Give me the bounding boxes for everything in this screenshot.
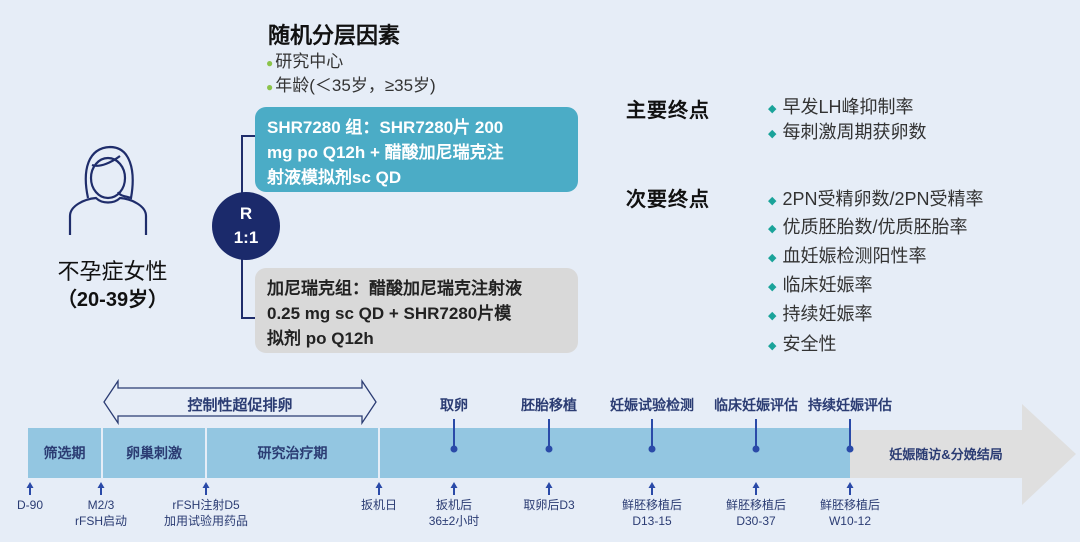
event-label: 胚胎移植 [521, 397, 577, 413]
followup-label: 妊娠随访&分娩结局 [889, 447, 1003, 462]
secondary-endpoint-item: ◆持续妊娠率 [768, 304, 873, 324]
secondary-endpoint-item: ◆血妊娠检测阳性率 [768, 246, 927, 266]
secondary-endpoint-item: ◆2PN受精卵数/2PN受精率 [768, 189, 984, 209]
person-icon [68, 145, 148, 235]
event-label: 持续妊娠评估 [808, 397, 892, 413]
segment-ovarian-stimulation: 卵巢刺激 [103, 428, 205, 478]
population-age: （20-39岁） [56, 289, 169, 311]
bullet-icon: ● [266, 55, 274, 70]
segment-treatment: 研究治疗期 [207, 428, 378, 478]
secondary-endpoint-item: ◆优质胚胎数/优质胚胎率 [768, 217, 968, 237]
primary-endpoint-item: ◆每刺激周期获卵数 [768, 122, 927, 142]
secondary-endpoint-label: 次要终点 [626, 187, 710, 211]
timepoint-label: D-90 [16, 498, 44, 512]
segment-screening: 筛选期 [28, 428, 101, 478]
event-label: 妊娠试验检测 [610, 397, 694, 413]
segment-post-trigger [380, 428, 850, 478]
followup-arrow [850, 404, 1076, 505]
primary-endpoint-item: ◆早发LH峰抑制率 [768, 97, 914, 117]
secondary-endpoint-item: ◆临床妊娠率 [768, 275, 873, 295]
diamond-bullet-icon: ◆ [768, 127, 777, 140]
timepoint-label: 取卵后D3 [523, 498, 575, 512]
event-label: 临床妊娠评估 [714, 397, 798, 413]
diamond-bullet-icon: ◆ [768, 280, 777, 293]
event-label: 取卵 [440, 397, 468, 413]
diamond-bullet-icon: ◆ [768, 102, 777, 115]
diamond-bullet-icon: ◆ [768, 251, 777, 264]
population-label: 不孕症女性 [57, 260, 168, 285]
timepoint-label: 扳机日 [360, 498, 398, 512]
cos-double-arrow [103, 378, 377, 426]
stratification-title: 随机分层因素 [268, 23, 401, 49]
cos-label: 控制性超促排卵 [187, 397, 293, 414]
bullet-icon: ● [266, 79, 274, 94]
secondary-endpoint-item: ◆安全性 [768, 334, 837, 354]
diamond-bullet-icon: ◆ [768, 222, 777, 235]
diamond-bullet-icon: ◆ [768, 339, 777, 352]
diamond-bullet-icon: ◆ [768, 194, 777, 207]
diamond-bullet-icon: ◆ [768, 309, 777, 322]
stratification-item: ●年龄(＜35岁，≥35岁) [266, 76, 436, 95]
primary-endpoint-label: 主要终点 [626, 98, 710, 122]
stratification-item: ●研究中心 [266, 52, 344, 71]
